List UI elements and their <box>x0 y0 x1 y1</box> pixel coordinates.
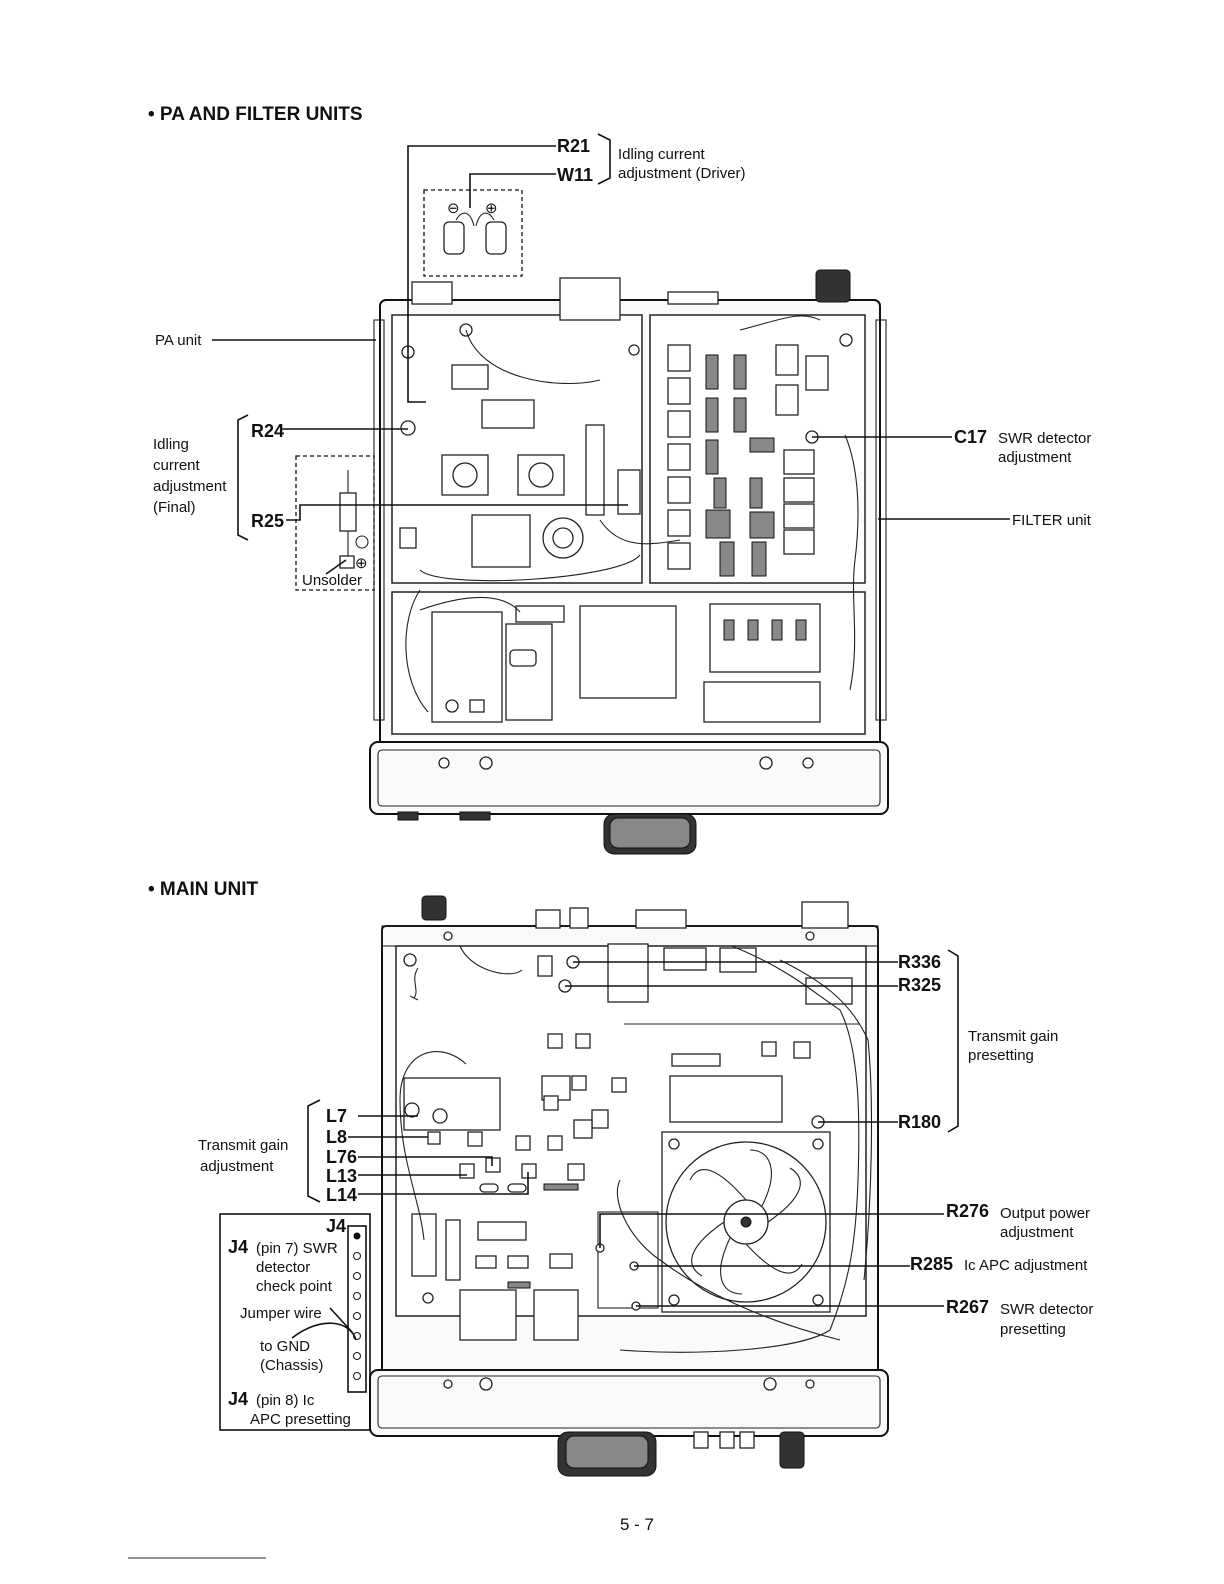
ref-j4-pin8: J4 <box>228 1389 248 1409</box>
ref-j4-header: J4 <box>326 1216 346 1236</box>
svg-text:⊕: ⊕ <box>355 555 368 572</box>
label-idling-final-4: (Final) <box>153 499 196 516</box>
label-filter-unit: FILTER unit <box>1012 512 1092 529</box>
label-j4-pin7-3: check point <box>256 1278 333 1295</box>
label-idling-final-3: adjustment <box>153 478 227 495</box>
ref-r25: R25 <box>251 511 284 531</box>
ref-l13: L13 <box>326 1166 357 1186</box>
ref-r325: R325 <box>898 975 941 995</box>
ref-r21: R21 <box>557 136 590 156</box>
label-tx-adj-1: Transmit gain <box>198 1137 288 1154</box>
label-j4-pin7-1: (pin 7) SWR <box>256 1240 338 1257</box>
ref-l76: L76 <box>326 1147 357 1167</box>
label-j4-pin7-2: detector <box>256 1259 310 1276</box>
ref-r285: R285 <box>910 1254 953 1274</box>
label-j4-pin8-2: APC presetting <box>250 1411 351 1428</box>
label-swr-pre-2: presetting <box>1000 1321 1066 1338</box>
label-swr-adj-1: SWR detector <box>998 430 1091 447</box>
ref-r267: R267 <box>946 1297 989 1317</box>
label-pa-unit: PA unit <box>155 332 202 349</box>
ref-r180: R180 <box>898 1112 941 1132</box>
label-to-gnd-2: (Chassis) <box>260 1357 323 1374</box>
label-out-pwr-1: Output power <box>1000 1205 1090 1222</box>
j4-inset <box>219 1213 371 1431</box>
ref-w11: W11 <box>557 165 593 185</box>
ref-c17: C17 <box>954 427 987 447</box>
label-ic-apc-adj: Ic APC adjustment <box>964 1257 1088 1274</box>
main-chassis-drawing <box>369 895 889 1477</box>
label-idling-final-2: current <box>153 457 201 474</box>
label-swr-pre-1: SWR detector <box>1000 1301 1093 1318</box>
pa-filter-chassis-drawing: ⊖ ⊕ ⊕ <box>295 189 889 855</box>
label-tx-preset-2: presetting <box>968 1047 1034 1064</box>
main-leader-lines <box>307 949 959 1307</box>
label-j4-pin8-1: (pin 8) Ic <box>256 1392 315 1409</box>
ref-l14: L14 <box>326 1185 357 1205</box>
svg-text:⊖: ⊖ <box>447 200 460 217</box>
label-tx-preset-1: Transmit gain <box>968 1028 1058 1045</box>
page-number: 5 - 7 <box>620 1515 654 1534</box>
pa-leader-lines <box>212 133 1010 541</box>
ref-r336: R336 <box>898 952 941 972</box>
ref-r276: R276 <box>946 1201 989 1221</box>
main-heading: • MAIN UNIT <box>148 879 258 900</box>
label-jumper: Jumper wire <box>240 1305 322 1322</box>
label-tx-adj-2: adjustment <box>200 1158 274 1175</box>
ref-l7: L7 <box>326 1106 347 1126</box>
ref-r24: R24 <box>251 421 284 441</box>
pa-filter-heading: • PA AND FILTER UNITS <box>148 104 363 125</box>
label-idling-driver-2: adjustment (Driver) <box>618 165 746 182</box>
label-idling-final-1: Idling <box>153 436 189 453</box>
ref-l8: L8 <box>326 1127 347 1147</box>
label-out-pwr-2: adjustment <box>1000 1224 1074 1241</box>
label-unsolder: Unsolder <box>302 572 362 589</box>
label-to-gnd-1: to GND <box>260 1338 310 1355</box>
ref-j4-pin7: J4 <box>228 1237 248 1257</box>
label-swr-adj-2: adjustment <box>998 449 1072 466</box>
label-idling-driver-1: Idling current <box>618 146 706 163</box>
svg-text:⊕: ⊕ <box>485 200 498 217</box>
